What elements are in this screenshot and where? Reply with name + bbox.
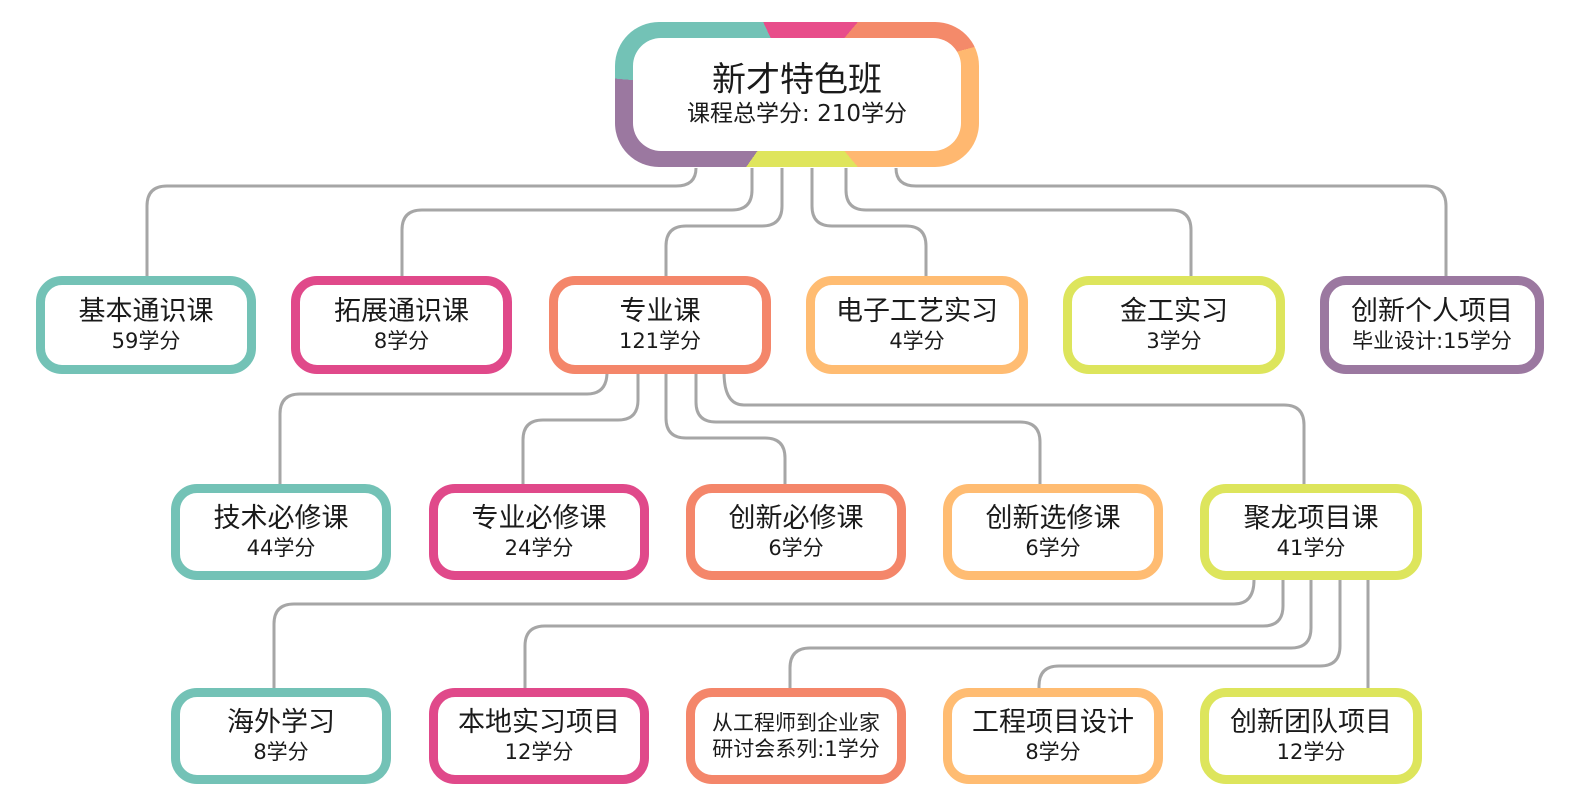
root-node-inner: 新才特色班 课程总学分: 210学分 xyxy=(633,38,961,151)
node-title: 拓展通识课 xyxy=(334,296,469,328)
node-subtitle: 12学分 xyxy=(1276,740,1346,765)
connector-root-extended xyxy=(400,168,754,278)
connector-julong-local xyxy=(523,580,1285,690)
node-subtitle: 4学分 xyxy=(889,329,945,354)
node-subtitle: 8学分 xyxy=(1025,740,1081,765)
node-title: 创新团队项目 xyxy=(1230,707,1392,739)
node-innovation-elective: 创新选修课 6学分 xyxy=(943,484,1163,580)
node-metalwork-practice: 金工实习 3学分 xyxy=(1063,276,1285,374)
node-julong-project: 聚龙项目课 41学分 xyxy=(1200,484,1422,580)
node-subtitle: 41学分 xyxy=(1276,536,1346,561)
connector-major-innov-elect xyxy=(694,372,1042,486)
node-innovation-required: 创新必修课 6学分 xyxy=(686,484,906,580)
node-title: 基本通识课 xyxy=(78,296,214,328)
node-subtitle: 3学分 xyxy=(1146,329,1202,354)
node-major: 专业课 121学分 xyxy=(549,276,771,374)
connector-julong-design xyxy=(1037,580,1342,690)
connector-julong-seminar xyxy=(788,580,1313,690)
node-title: 专业课 xyxy=(619,296,701,328)
node-subtitle: 121学分 xyxy=(618,329,702,354)
node-subtitle: 研讨会系列:1学分 xyxy=(712,737,880,761)
node-subtitle: 59学分 xyxy=(111,329,181,354)
node-title: 本地实习项目 xyxy=(458,707,620,739)
node-title: 工程项目设计 xyxy=(972,707,1134,739)
connector-major-tech xyxy=(278,371,609,486)
node-title: 从工程师到企业家 xyxy=(712,710,880,735)
connector-major-innov-req xyxy=(664,372,787,486)
connector-root-basic xyxy=(145,167,698,278)
connector-julong-overseas xyxy=(272,579,1256,690)
node-extended-general: 拓展通识课 8学分 xyxy=(291,276,512,374)
node-title: 创新选修课 xyxy=(985,503,1121,535)
node-subtitle: 8学分 xyxy=(253,740,309,765)
node-title: 金工实习 xyxy=(1120,296,1228,328)
node-engineer-entrepreneur: 从工程师到企业家 研讨会系列:1学分 xyxy=(686,688,906,784)
connector-root-major xyxy=(664,168,784,278)
node-professional-required: 专业必修课 24学分 xyxy=(429,484,649,580)
connector-root-innovation xyxy=(894,167,1448,278)
connector-major-professional xyxy=(521,372,640,486)
node-subtitle: 12学分 xyxy=(504,740,574,765)
node-subtitle: 6学分 xyxy=(1025,536,1081,561)
node-subtitle: 24学分 xyxy=(504,536,574,561)
node-tech-required: 技术必修课 44学分 xyxy=(171,484,391,580)
connector-major-julong xyxy=(722,371,1306,486)
node-subtitle: 毕业设计:15学分 xyxy=(1352,329,1512,354)
root-title: 新才特色班 xyxy=(712,60,882,101)
node-title: 创新个人项目 xyxy=(1351,296,1513,328)
node-title: 聚龙项目课 xyxy=(1243,503,1379,535)
root-subtitle: 课程总学分: 210学分 xyxy=(687,101,907,128)
node-title: 电子工艺实习 xyxy=(836,296,998,328)
node-innovation-team: 创新团队项目 12学分 xyxy=(1200,688,1422,784)
node-title: 专业必修课 xyxy=(471,503,607,535)
node-innovation-personal: 创新个人项目 毕业设计:15学分 xyxy=(1320,276,1544,374)
node-basic-general: 基本通识课 59学分 xyxy=(36,276,256,374)
node-title: 创新必修课 xyxy=(728,503,864,535)
node-subtitle: 6学分 xyxy=(768,536,824,561)
root-node: 新才特色班 课程总学分: 210学分 xyxy=(615,22,979,167)
node-title: 技术必修课 xyxy=(213,503,349,535)
node-overseas-study: 海外学习 8学分 xyxy=(171,688,391,784)
node-engineering-design: 工程项目设计 8学分 xyxy=(943,688,1163,784)
node-local-internship: 本地实习项目 12学分 xyxy=(429,688,649,784)
connector-root-electronics xyxy=(810,168,928,278)
node-subtitle: 8学分 xyxy=(373,329,430,354)
node-title: 海外学习 xyxy=(227,707,335,739)
node-subtitle: 44学分 xyxy=(246,536,316,561)
connector-root-metal xyxy=(844,168,1193,278)
node-electronics-practice: 电子工艺实习 4学分 xyxy=(806,276,1028,374)
